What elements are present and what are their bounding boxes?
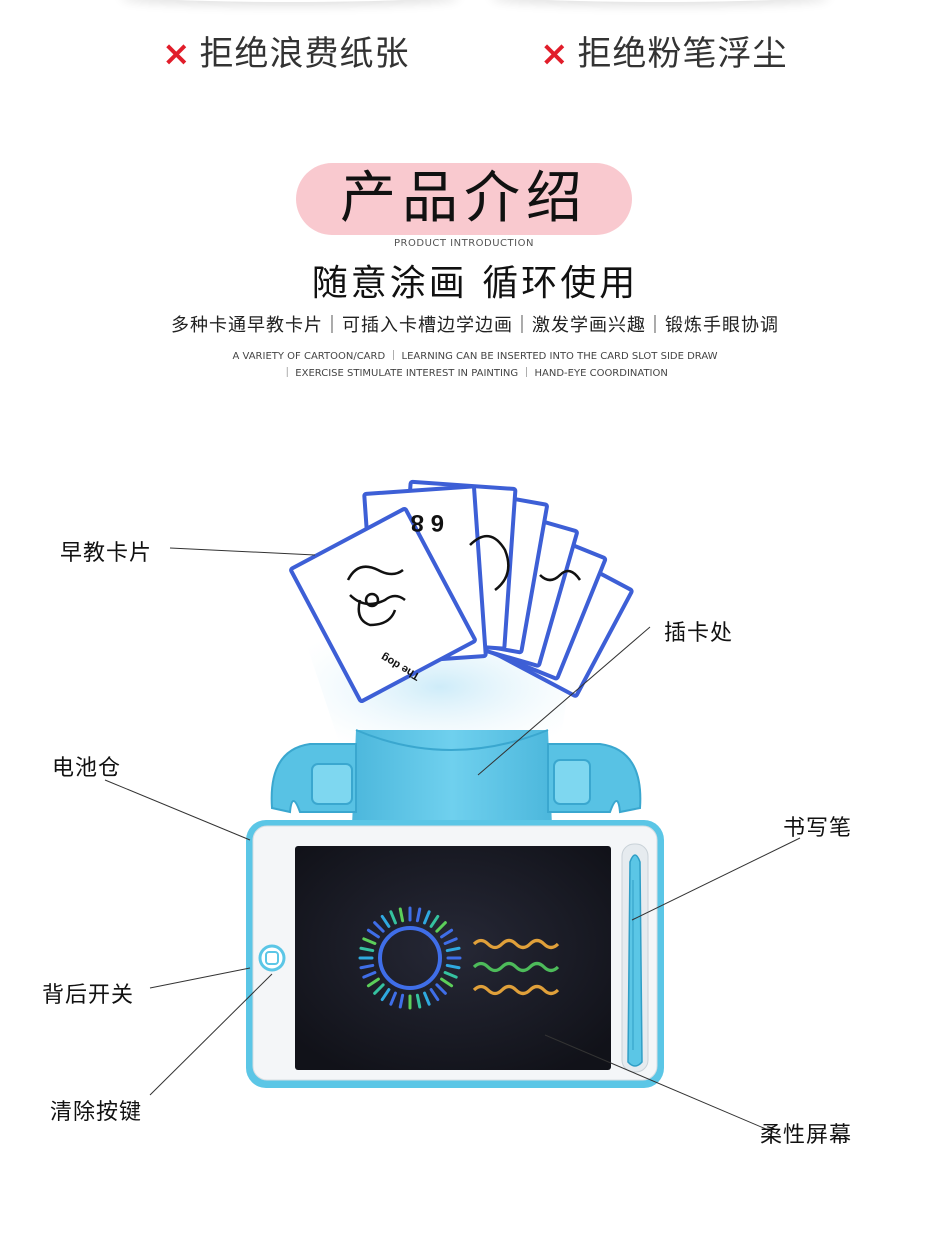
sun-ray [443,971,458,979]
stylus-pen-icon [627,854,643,1067]
callout-card-slot: 插卡处 [664,621,734,646]
sun-rays [358,906,462,1010]
sun-ray [445,946,461,953]
sun-ray [429,914,440,928]
callout-battery: 电池仓 [52,756,122,781]
callout-back-switch: 背后开关 [42,983,135,1008]
sun-ray [366,928,380,939]
left-icon-box [311,763,353,805]
sun-ray [362,971,377,979]
sun-ray [445,963,461,970]
red-cross-icon: × [540,34,570,74]
english-line-2: ｜ EXERCISE STIMULATE INTEREST IN PAINTIN… [282,368,668,379]
right-icon-box [553,759,591,805]
sun-ray [359,963,375,970]
prev-section-shadow-left [120,0,460,2]
card-number-text: 6 8 [411,509,444,536]
benefit-text: 拒绝浪费纸张 [199,34,410,74]
sun-ray [389,910,397,925]
headline: 随意涂画 循环使用 [311,263,639,304]
clear-button-icon [258,944,286,972]
callout-cards: 早教卡片 [60,541,153,566]
sun-ray [423,991,431,1006]
sun-ray [435,983,447,995]
callout-lines [104,547,801,1136]
flash-cards-fan [289,479,634,704]
sun-ray [443,937,458,945]
sun-ray [366,977,380,988]
sun-doodle [378,926,442,990]
benefit-text: 拒绝粉笔浮尘 [577,34,788,74]
sun-ray [429,988,440,1002]
sun-ray [373,921,385,933]
sun-ray [398,907,405,923]
wave-doodles [472,938,560,996]
callout-clear-button: 清除按键 [50,1100,143,1125]
benefit-no-chalk-dust: ×拒绝粉笔浮尘 [540,26,788,75]
english-line-1: A VARIETY OF CARTOON/CARD ｜ LEARNING CAN… [232,351,718,362]
title-pill [296,163,632,235]
sun-ray [415,907,422,923]
flash-card-front [289,506,477,704]
sun-ray [359,946,375,953]
sun-ray [362,937,377,945]
callout-pen: 书写笔 [783,816,853,841]
sun-ray [423,910,431,925]
sun-ray [435,921,447,933]
section-subtitle: PRODUCT INTRODUCTION [394,238,534,249]
sun-ray [380,988,391,1002]
benefit-no-paper-waste: ×拒绝浪费纸张 [162,26,410,75]
sun-ray [373,983,385,995]
card-slot-tab [352,730,552,826]
sun-ray [440,977,454,988]
red-cross-icon: × [162,34,192,74]
callout-screen: 柔性屏幕 [760,1123,853,1148]
sun-ray [389,991,397,1006]
sun-ray [440,928,454,939]
sun-ray [380,914,391,928]
sun-ray [398,993,405,1009]
feature-subline: 多种卡通早教卡片｜可插入卡槽边学边画｜激发学画兴趣｜锻炼手眼协调 [171,315,779,336]
section-title: 产品介绍 [340,166,588,231]
prev-section-shadow-right [490,0,830,2]
sun-ray [415,993,422,1009]
card-doodles [346,535,582,627]
